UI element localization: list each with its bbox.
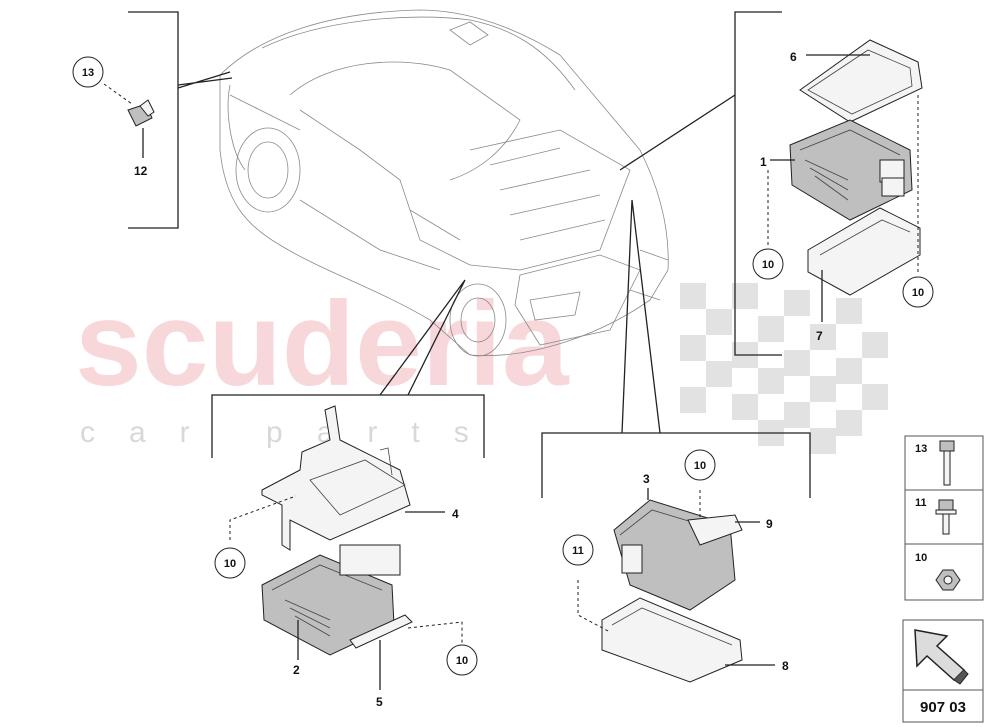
clip-part-12 — [127, 99, 155, 127]
checkered-flag-watermark — [680, 283, 888, 454]
solid-leaders — [142, 54, 870, 690]
ecu-part-2 — [261, 544, 401, 656]
diagram-code: 907 03 — [920, 699, 966, 716]
circled-ref-10-b: 10 — [902, 276, 934, 308]
cover-part-6 — [799, 39, 923, 123]
svg-text:10: 10 — [456, 655, 468, 667]
legend-num-11: 11 — [915, 497, 927, 509]
legend-num-13: 13 — [915, 443, 927, 455]
long-bolt-icon — [939, 440, 955, 486]
callout-12: 12 — [134, 164, 148, 178]
svg-text:13: 13 — [82, 67, 94, 79]
strip-part-5 — [349, 614, 413, 649]
callout-7: 7 — [816, 329, 823, 343]
nut-icon — [935, 569, 961, 591]
circled-ref-13: 13 — [72, 56, 104, 88]
callout-2: 2 — [293, 663, 300, 677]
callout-3: 3 — [643, 472, 650, 486]
svg-text:10: 10 — [912, 287, 924, 299]
dashed-leaders — [103, 83, 919, 645]
bracket-part-9 — [687, 514, 743, 546]
ecu-part-1 — [789, 119, 913, 221]
car-outline — [219, 9, 669, 357]
watermark-sub: car parts — [80, 416, 503, 449]
callout-8: 8 — [782, 659, 789, 673]
fastener-legend: 13 11 10 — [904, 435, 984, 601]
svg-text:11: 11 — [572, 545, 584, 557]
circled-ref-11: 11 — [562, 534, 594, 566]
legend-num-10: 10 — [915, 552, 927, 564]
svg-text:10: 10 — [694, 460, 706, 472]
callout-1: 1 — [760, 155, 767, 169]
circled-ref-10-d: 10 — [446, 644, 478, 676]
bracket-part-7 — [807, 207, 921, 296]
callout-6: 6 — [790, 50, 797, 64]
svg-text:10: 10 — [224, 558, 236, 570]
group-frames — [128, 11, 811, 498]
callout-5: 5 — [376, 695, 383, 709]
svg-text:10: 10 — [762, 259, 774, 271]
plate-part-8 — [601, 597, 743, 683]
watermark-main: scuderia — [75, 277, 570, 411]
bracket-part-4 — [261, 405, 411, 551]
arrow-icon — [914, 629, 969, 685]
callout-4: 4 — [452, 507, 459, 521]
flange-bolt-icon — [935, 499, 957, 535]
circled-ref-10-e: 10 — [684, 449, 716, 481]
diagram-code-box: 907 03 — [902, 619, 984, 723]
circled-ref-10-c: 10 — [214, 547, 246, 579]
callout-9: 9 — [766, 517, 773, 531]
circled-ref-10-a: 10 — [752, 248, 784, 280]
